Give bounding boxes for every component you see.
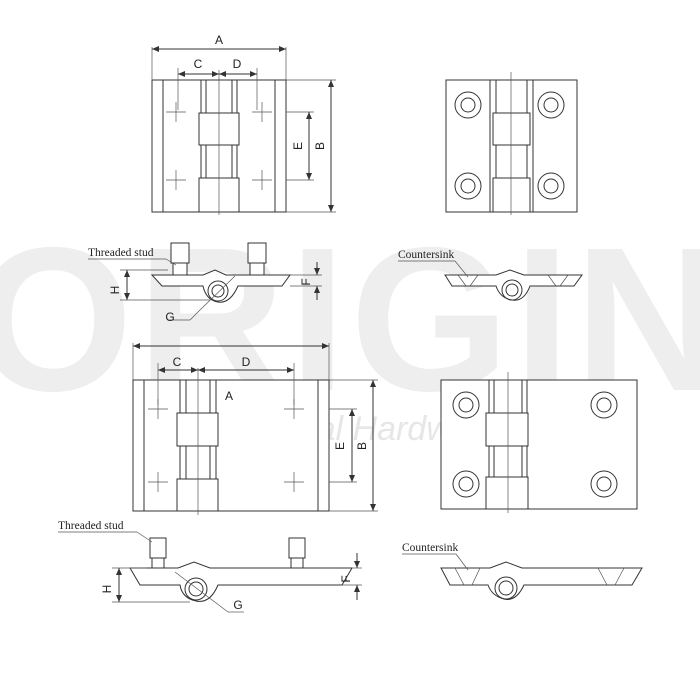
small-hinge-side-view: G H F Threaded stud [88,242,322,324]
dim-c-label-large: C [173,355,182,369]
dim-g-label-large: G [233,598,242,612]
small-hinge-front-view: A C D E B [151,33,336,215]
dim-d-label-large: D [242,355,251,369]
small-countersink-side-view: Countersink [398,249,583,301]
dim-a-label-large: A [225,389,233,403]
small-hinge-countersink-view [445,72,578,215]
dim-d-label: D [233,57,242,71]
large-hinge-side-view: Threaded stud H G F [58,520,362,613]
dim-f-label-large: F [339,575,353,582]
dim-c-label: C [194,57,203,71]
dim-b-label-large: B [355,442,369,450]
dim-h-label: H [108,286,122,295]
large-hinge-countersink-view [440,372,638,513]
dim-b-label: B [313,142,327,150]
dim-e-label-large: E [333,442,347,450]
large-countersink-side-view: Countersink [402,542,643,600]
threaded-stud-label-large: Threaded stud [58,520,124,532]
dim-h-label-large: H [100,585,114,594]
countersink-label: Countersink [398,249,454,261]
dim-g-label: G [165,310,174,324]
dim-a-label: A [215,33,223,47]
countersink-label-large: Countersink [402,542,458,554]
threaded-stud-label: Threaded stud [88,247,154,259]
dim-e-label: E [291,142,305,150]
large-hinge-front-view: A C D E B [132,343,378,515]
dim-f-label: F [299,278,313,285]
